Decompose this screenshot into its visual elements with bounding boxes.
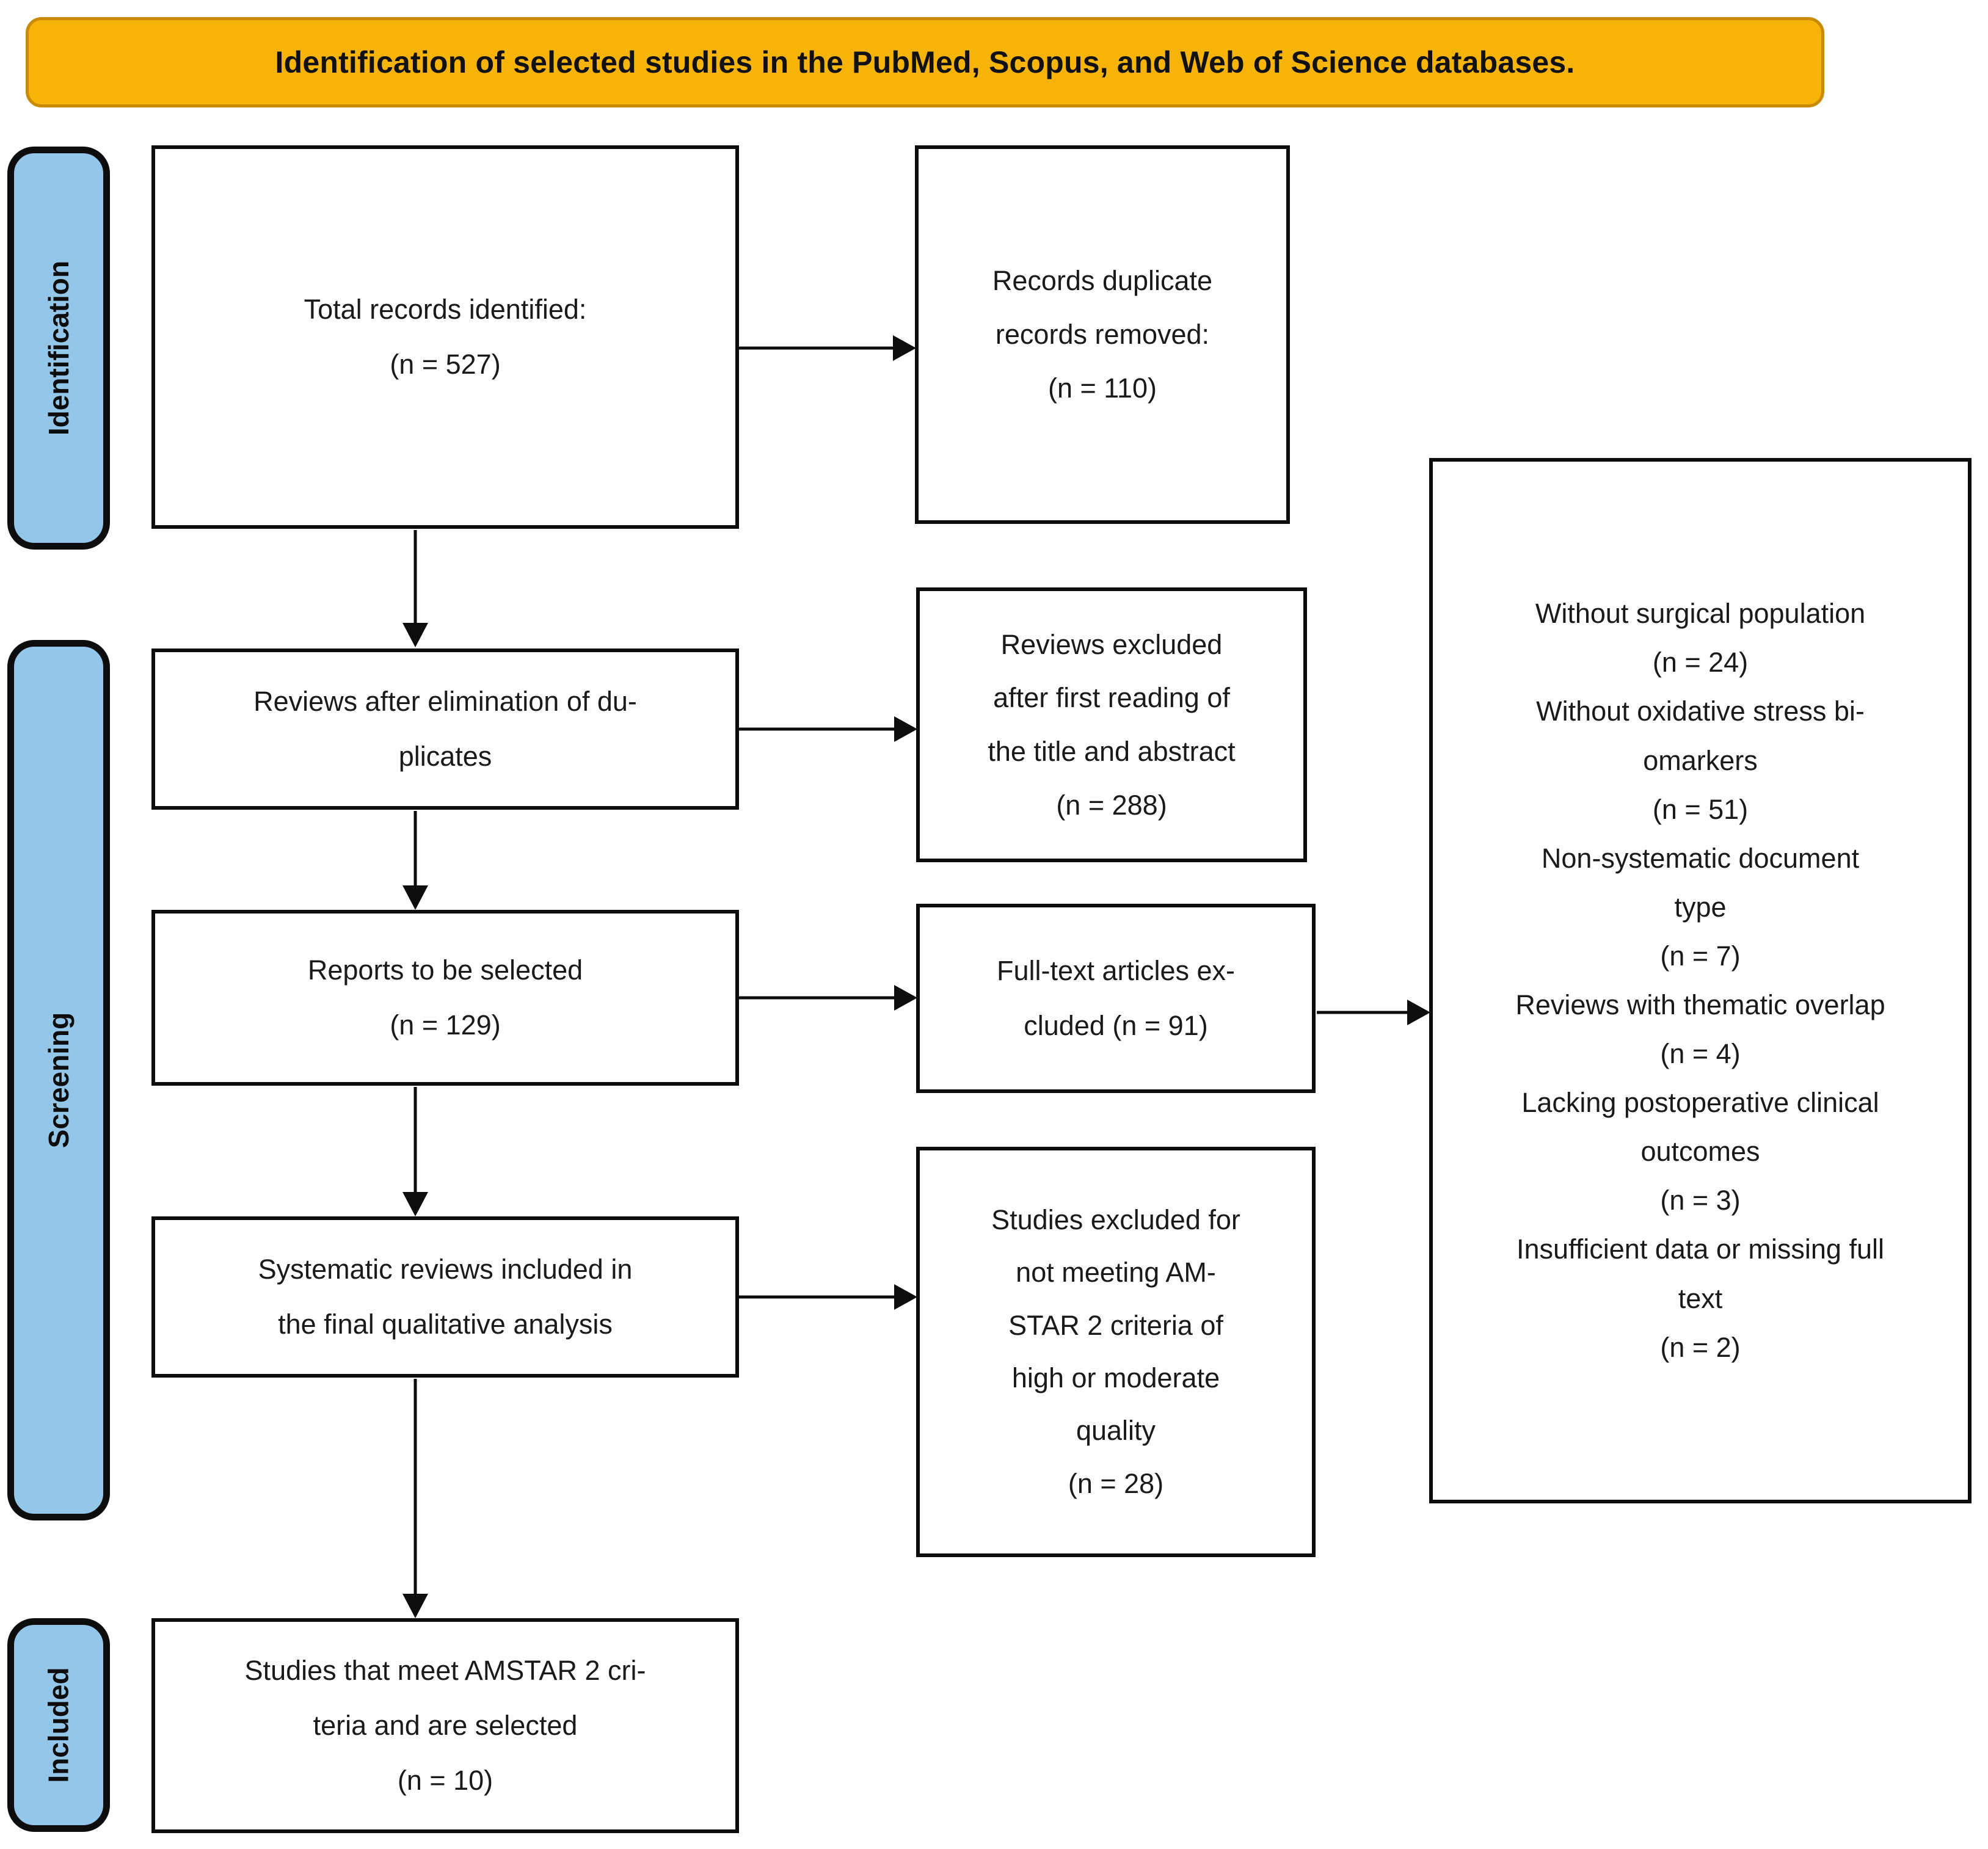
box-total-records-line1: Total records identified: — [304, 294, 587, 325]
arrow-head — [1407, 1000, 1430, 1025]
exclusion-reason-4-count: (n = 4) — [1660, 1038, 1741, 1070]
box-reports-selected-text: Reports to be selected (n = 129) — [172, 943, 718, 1053]
diagram-title-banner: Identification of selected studies in th… — [26, 17, 1824, 107]
arrow-shaft — [739, 996, 897, 1000]
box-exclusion-reasons-text: Without surgical population (n = 24) Wit… — [1450, 589, 1951, 1372]
arrow-head — [894, 1284, 917, 1310]
box-amstar-excluded-line5: quality — [1076, 1415, 1156, 1447]
box-fulltext-excluded-line2: cluded (n = 91) — [1024, 1010, 1208, 1041]
arrow-dedup-to-reviews-excluded — [739, 716, 917, 743]
box-final-included-studies: Studies that meet AMSTAR 2 cri- teria an… — [151, 1618, 739, 1833]
phase-label-included-text: Included — [43, 1667, 75, 1783]
arrow-reports-to-fulltext-excluded — [739, 984, 917, 1011]
arrow-shaft — [413, 811, 417, 887]
arrow-systematic-to-final-included — [402, 1379, 429, 1618]
box-reports-selected-line2: (n = 129) — [390, 1009, 501, 1041]
box-final-included-text: Studies that meet AMSTAR 2 cri- teria an… — [172, 1643, 718, 1808]
box-total-records-identified: Total records identified: (n = 527) — [151, 145, 739, 529]
arrow-head — [894, 716, 917, 742]
box-final-included-line1: Studies that meet AMSTAR 2 cri- — [244, 1655, 646, 1686]
arrow-shaft — [413, 1379, 417, 1595]
arrow-dedup-to-reports-selected — [402, 811, 429, 910]
box-duplicates-text: Records duplicate records removed: (n = … — [936, 254, 1269, 415]
box-after-duplicates-text: Reviews after elimination of du- plicate… — [172, 674, 718, 784]
box-reports-to-be-selected: Reports to be selected (n = 129) — [151, 910, 739, 1086]
box-reviews-excluded-line4: (n = 288) — [1056, 789, 1167, 821]
phase-label-included: Included — [7, 1618, 110, 1832]
arrow-fulltext-to-exclusion-reasons — [1317, 999, 1430, 1026]
arrow-head — [402, 623, 428, 647]
exclusion-reason-6-label: Insufficient data or missing full — [1516, 1233, 1884, 1265]
box-duplicates-line1: Records duplicate — [992, 265, 1213, 297]
box-duplicate-records-removed: Records duplicate records removed: (n = … — [915, 145, 1290, 524]
arrow-shaft — [739, 1295, 897, 1299]
exclusion-reason-5-label: Lacking postoperative clinical — [1521, 1087, 1879, 1119]
arrow-systematic-to-amstar-excluded — [739, 1284, 917, 1310]
phase-label-screening-text: Screening — [43, 1012, 75, 1149]
box-after-duplicates-line1: Reviews after elimination of du- — [253, 686, 637, 717]
arrow-records-to-duplicates — [739, 335, 916, 361]
box-amstar-excluded-line6: (n = 28) — [1068, 1467, 1164, 1499]
box-amstar-excluded-line1: Studies excluded for — [991, 1204, 1240, 1235]
box-amstar-excluded-line3: STAR 2 criteria of — [1008, 1309, 1223, 1341]
box-systematic-reviews-included: Systematic reviews included in the final… — [151, 1216, 739, 1378]
arrow-head — [402, 885, 428, 910]
diagram-title-text: Identification of selected studies in th… — [275, 45, 1575, 79]
box-fulltext-excluded-line1: Full-text articles ex- — [996, 955, 1236, 986]
exclusion-reason-2-count: (n = 51) — [1652, 793, 1749, 825]
arrow-reports-to-systematic-reviews — [402, 1087, 429, 1216]
box-after-duplicates-line2: plicates — [398, 741, 492, 772]
exclusion-reason-1-count: (n = 24) — [1652, 647, 1749, 678]
box-fulltext-excluded-text: Full-text articles ex- cluded (n = 91) — [937, 943, 1295, 1053]
exclusion-reason-5-label-cont: outcomes — [1640, 1136, 1760, 1168]
exclusion-reason-4-label: Reviews with thematic overlap — [1515, 989, 1885, 1020]
arrow-shaft — [413, 1087, 417, 1193]
box-reviews-excluded-title-abstract: Reviews excluded after first reading of … — [916, 587, 1307, 862]
box-amstar-excluded-text: Studies excluded for not meeting AM- STA… — [937, 1194, 1295, 1510]
box-fulltext-articles-excluded: Full-text articles ex- cluded (n = 91) — [916, 904, 1316, 1093]
phase-label-identification-text: Identification — [43, 260, 75, 436]
exclusion-reason-3-label-cont: type — [1674, 891, 1727, 923]
box-systematic-reviews-text: Systematic reviews included in the final… — [172, 1242, 718, 1352]
box-systematic-reviews-line2: the final qualitative analysis — [278, 1309, 613, 1340]
box-reviews-excluded-line1: Reviews excluded — [1000, 628, 1223, 660]
box-amstar-excluded-line2: not meeting AM- — [1016, 1257, 1216, 1288]
box-total-records-text: Total records identified: (n = 527) — [172, 282, 718, 392]
box-exclusion-reasons: Without surgical population (n = 24) Wit… — [1429, 458, 1972, 1503]
arrow-head — [894, 985, 917, 1011]
arrow-head — [402, 1594, 428, 1618]
arrow-shaft — [1317, 1011, 1410, 1014]
exclusion-reason-5-count: (n = 3) — [1660, 1185, 1741, 1216]
box-reviews-excluded-text: Reviews excluded after first reading of … — [937, 618, 1286, 832]
box-reports-selected-line1: Reports to be selected — [307, 954, 583, 986]
exclusion-reason-2-label: Without oxidative stress bi- — [1536, 696, 1865, 727]
arrow-shaft — [739, 727, 897, 731]
box-duplicates-line3: (n = 110) — [1047, 372, 1157, 404]
box-duplicates-line2: records removed: — [995, 319, 1210, 351]
exclusion-reason-6-label-cont: text — [1678, 1282, 1723, 1314]
exclusion-reason-2-label-cont: omarkers — [1643, 744, 1758, 776]
phase-label-identification: Identification — [7, 147, 110, 550]
box-studies-excluded-amstar: Studies excluded for not meeting AM- STA… — [916, 1147, 1316, 1557]
box-systematic-reviews-line1: Systematic reviews included in — [258, 1254, 633, 1285]
box-reviews-excluded-line2: after first reading of — [993, 682, 1230, 714]
box-reviews-after-duplicates: Reviews after elimination of du- plicate… — [151, 648, 739, 810]
arrow-head — [402, 1192, 428, 1216]
box-final-included-line3: (n = 10) — [397, 1765, 493, 1796]
box-reviews-excluded-line3: the title and abstract — [988, 736, 1236, 767]
exclusion-reason-6-count: (n = 2) — [1660, 1331, 1741, 1363]
arrow-shaft — [413, 530, 417, 624]
arrow-head — [893, 335, 916, 361]
box-total-records-line2: (n = 527) — [390, 349, 501, 380]
phase-label-screening: Screening — [7, 640, 110, 1520]
exclusion-reason-1-label: Without surgical population — [1535, 598, 1866, 630]
arrow-shaft — [739, 346, 895, 350]
box-final-included-line2: teria and are selected — [313, 1710, 578, 1741]
exclusion-reason-3-label: Non-systematic document — [1541, 842, 1860, 874]
arrow-records-to-after-duplicates — [402, 530, 429, 647]
box-amstar-excluded-line4: high or moderate — [1011, 1362, 1220, 1393]
exclusion-reason-3-count: (n = 7) — [1660, 940, 1741, 972]
